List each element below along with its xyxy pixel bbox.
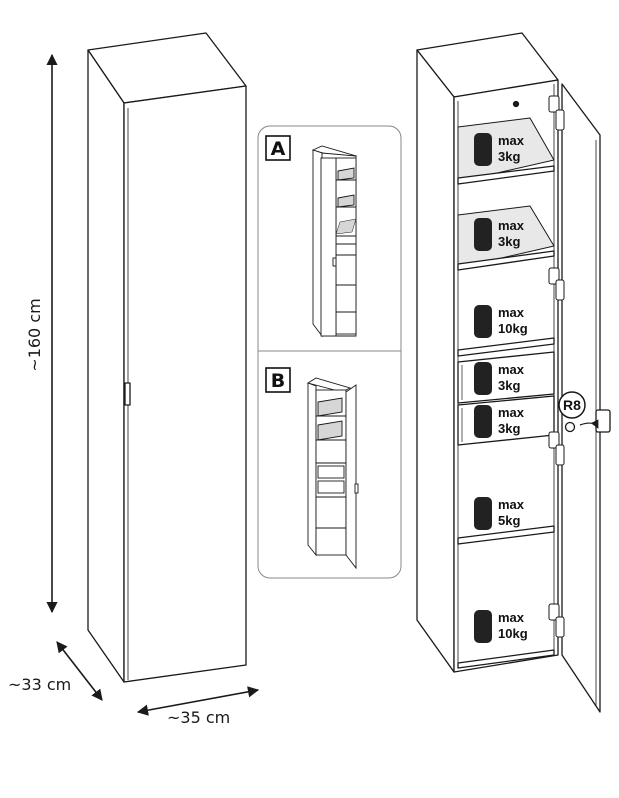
width-dimension: ~35 cm: [136, 686, 260, 727]
weight-icon: [474, 305, 492, 338]
load-max: max: [498, 497, 525, 512]
variant-b-cabinet: [306, 377, 359, 570]
weight-icon: [474, 497, 492, 530]
width-label: ~35 cm: [167, 708, 230, 727]
variant-panel: A B: [257, 125, 402, 579]
height-dimension: ~160 cm: [25, 53, 58, 614]
depth-label: ~33 cm: [8, 675, 71, 694]
closed-cabinet: [87, 32, 247, 683]
weight-icon: [474, 405, 492, 438]
height-label: ~160 cm: [25, 298, 44, 371]
variant-b-letter: B: [271, 370, 285, 392]
open-door-handle: [595, 409, 611, 433]
shelf-3: [457, 337, 555, 357]
depth-dimension: ~33 cm: [8, 641, 103, 701]
weight-icon: [474, 218, 492, 251]
load-weight: 10kg: [498, 626, 528, 641]
variant-b: B: [265, 367, 359, 570]
load-rating: max 3kg: [474, 362, 525, 395]
variant-a-cabinet: [311, 145, 358, 338]
weight-icon: [474, 362, 492, 395]
weight-icon: [474, 133, 492, 166]
r8-label: R8: [563, 397, 581, 413]
door-handle: [124, 382, 131, 406]
load-weight: 3kg: [498, 421, 520, 436]
load-rating: max 3kg: [474, 218, 525, 251]
load-weight: 5kg: [498, 513, 520, 528]
load-weight: 3kg: [498, 234, 520, 249]
load-ratings: max 3kg max 3kg max 10kg max 3kg max 3kg…: [474, 133, 528, 643]
load-max: max: [498, 405, 525, 420]
load-max: max: [498, 305, 525, 320]
hinge-icons: [548, 95, 565, 638]
open-cabinet-side: [416, 49, 455, 673]
screw-icon: [564, 421, 576, 433]
load-rating: max 10kg: [474, 305, 528, 338]
load-max: max: [498, 610, 525, 625]
load-rating: max 3kg: [474, 405, 525, 438]
load-max: max: [498, 218, 525, 233]
load-rating: max 5kg: [474, 497, 525, 530]
load-weight: 3kg: [498, 378, 520, 393]
load-weight: 3kg: [498, 149, 520, 164]
cabinet-door-face: [123, 85, 247, 683]
shelf-5: [457, 649, 555, 669]
load-rating: max 3kg: [474, 133, 525, 166]
load-max: max: [498, 133, 525, 148]
shelf-4: [457, 525, 555, 545]
load-rating: max 10kg: [474, 610, 528, 643]
r8-callout: R8: [558, 391, 599, 433]
cabinet-side-face: [87, 49, 125, 683]
variant-a-letter: A: [271, 138, 286, 160]
variant-a: A: [265, 135, 358, 338]
load-max: max: [498, 362, 525, 377]
load-weight: 10kg: [498, 321, 528, 336]
weight-icon: [474, 610, 492, 643]
